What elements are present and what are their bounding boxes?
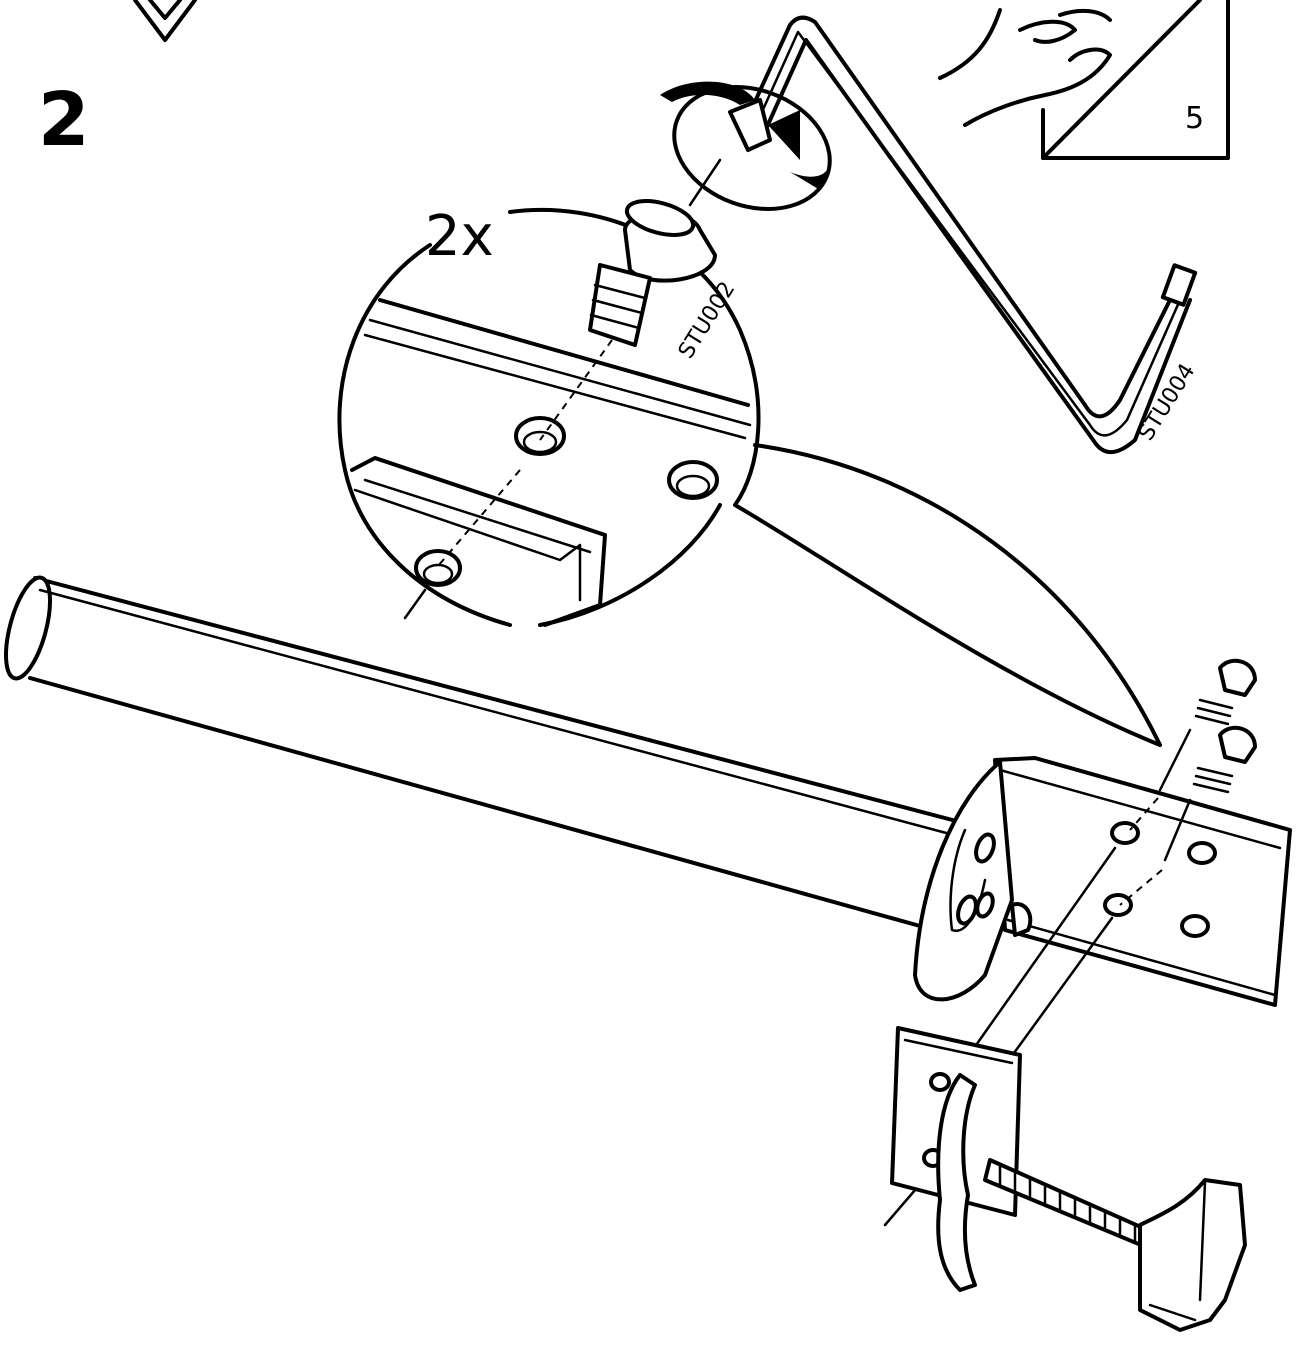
screw-part-code: STU002 [674,277,741,363]
hole [514,416,566,456]
hole [1187,841,1217,865]
hex-key-part-code: STU004 [1134,359,1201,445]
screws-pair [1119,658,1257,906]
screw: STU002 [588,199,741,363]
tube [4,575,962,928]
hand-icon [938,8,1112,127]
clamp [890,1026,1247,1332]
page-reference: 5 [1185,101,1204,136]
bracket [913,756,1292,1007]
clamp-guide-line [953,846,1117,1077]
page-reference-box: 5 [938,0,1230,160]
hex-key [728,15,1198,454]
hole [1180,914,1210,938]
quantity-label: 2x [425,204,494,269]
hole [667,460,719,500]
hole [414,549,462,587]
partial-arrow-symbol [133,0,197,42]
hole [1110,821,1140,845]
detail-callout [337,207,1162,747]
rotate-arrow-icon [660,81,832,211]
step-number: 2 [38,77,90,163]
key-guide-line [688,158,722,207]
hole [1103,893,1133,917]
